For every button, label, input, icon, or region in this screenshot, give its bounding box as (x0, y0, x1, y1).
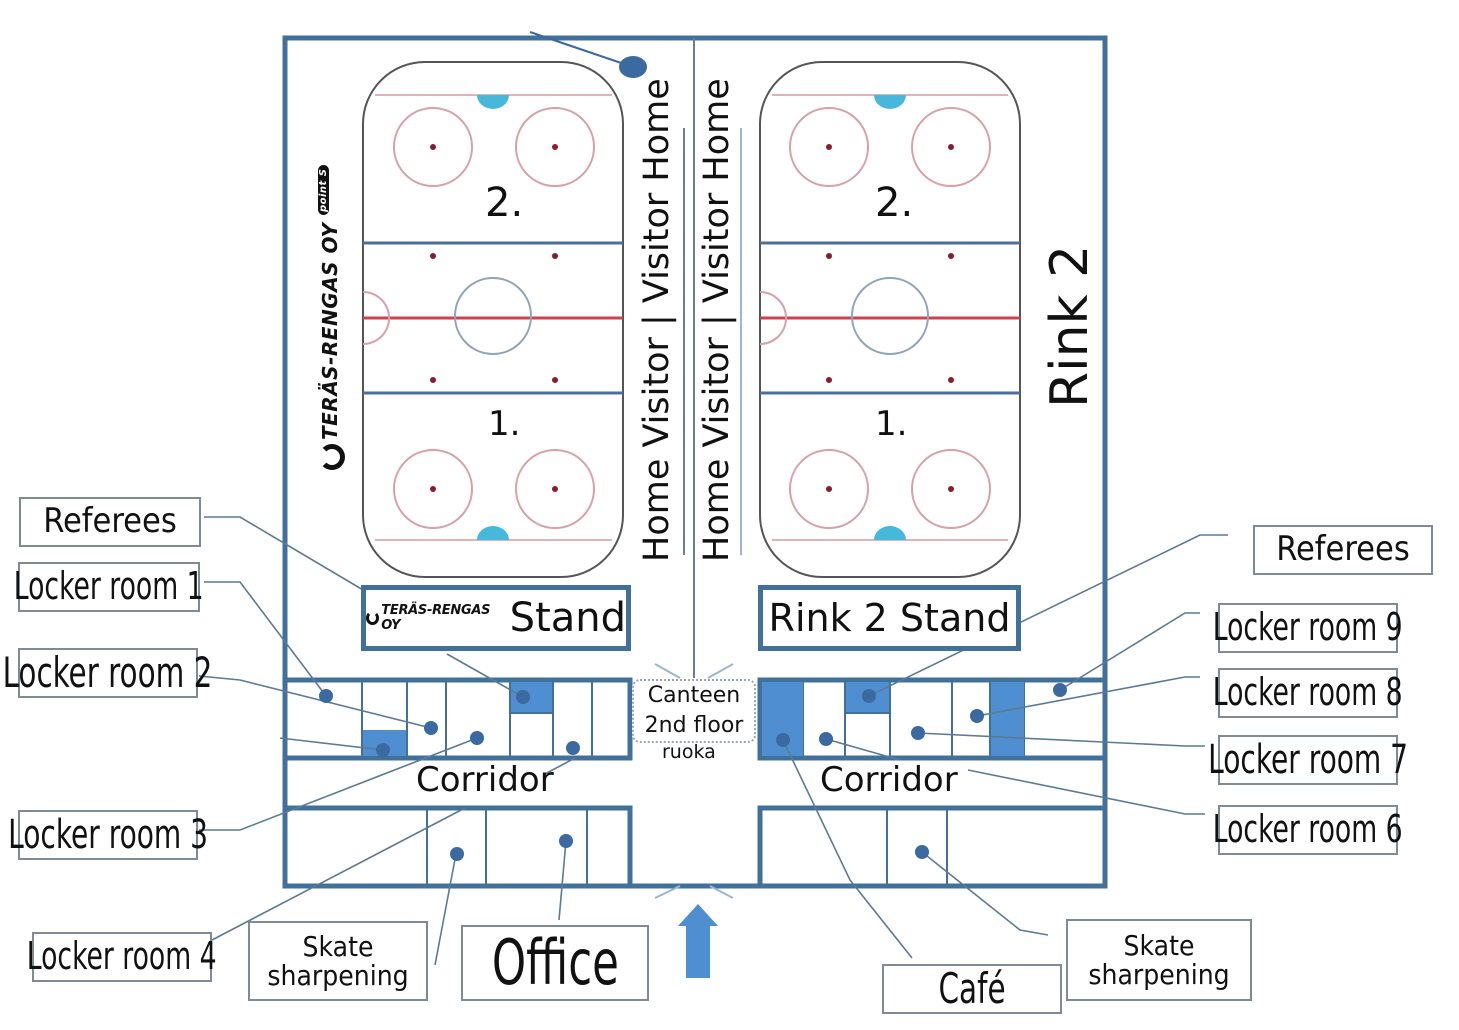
sponsor-logo-vertical: TERÄS-RENGAS OY point S (318, 165, 345, 470)
callout-referees-right[interactable]: Referees (1253, 525, 1433, 575)
callout-label-line1: Skate (302, 929, 374, 963)
callout-label: Referees (1276, 529, 1410, 570)
corridor-left: Corridor (416, 760, 554, 800)
stand-sponsor-name: TERÄS-RENGAS OY (381, 603, 491, 633)
callout-locker-room-7[interactable]: Locker room 7 (1208, 735, 1408, 785)
rink2-zone-1: 1. (875, 404, 908, 444)
callout-label-line1: Skate (1123, 928, 1195, 962)
callout-referees-left[interactable]: Referees (19, 497, 201, 547)
stand-label: Rink 2 Stand (768, 596, 1011, 640)
callout-label: Locker room 4 (27, 934, 217, 979)
callout-label: Locker room 2 (3, 647, 213, 697)
rink2-bench-label: Home Visitor | Visitor Home (697, 78, 737, 562)
rink-2[interactable] (759, 61, 1021, 578)
rink1-zone-2: 2. (485, 180, 524, 226)
stand-label: Stand (509, 595, 626, 641)
callout-label: Locker room 3 (8, 812, 208, 858)
callout-locker-room-3[interactable]: Locker room 3 (8, 810, 208, 860)
rink2-title: Rink 2 (1040, 244, 1100, 408)
rink1-bench-label: Home Visitor | Visitor Home (637, 78, 677, 562)
callout-label: Locker room 9 (1213, 605, 1403, 650)
rink1-zone-1: 1. (488, 404, 521, 444)
stand-sponsor-logo: TERÄS-RENGAS OY (366, 603, 502, 633)
sponsor-name: TERÄS-RENGAS OY (318, 222, 342, 440)
callout-locker-room-6[interactable]: Locker room 6 (1213, 805, 1403, 855)
rink2-stand[interactable]: Rink 2 Stand (758, 585, 1021, 651)
sponsor-ring-icon (318, 444, 345, 470)
corridor-right: Corridor (820, 760, 958, 800)
callout-label-line2: sharpening (267, 959, 409, 992)
callout-label: Locker room 1 (14, 564, 204, 609)
corridor-right-walls (757, 805, 1108, 889)
sponsor-badge: point S (318, 165, 329, 216)
callout-label: Locker room 8 (1213, 670, 1403, 715)
sponsor-ring-icon (366, 611, 380, 625)
room-markers (319, 683, 1067, 861)
callout-locker-room-2[interactable]: Locker room 2 (3, 648, 213, 698)
callout-label: Locker room 6 (1213, 807, 1403, 852)
callout-label: Locker room 7 (1208, 737, 1408, 783)
callout-locker-room-4[interactable]: Locker room 4 (27, 932, 217, 982)
corridor-left-walls (282, 805, 633, 889)
top-pointer-line (529, 31, 631, 67)
callout-cafe[interactable]: Café (882, 964, 1062, 1014)
callout-label: Café (938, 963, 1006, 1013)
callout-locker-room-9[interactable]: Locker room 9 (1213, 603, 1403, 653)
room-between-7-9[interactable] (991, 682, 1024, 756)
canteen-line1: Canteen (647, 683, 741, 708)
callout-label: Office (491, 926, 619, 1000)
callout-locker-room-1[interactable]: Locker room 1 (14, 562, 204, 612)
rooms-upper-left (282, 677, 633, 761)
callout-office[interactable]: Office (461, 925, 649, 1001)
rink-1[interactable] (362, 61, 624, 578)
top-pointer-dot (619, 56, 647, 78)
canteen[interactable]: Canteen 2nd floor (632, 679, 756, 743)
canteen-note: ruoka (662, 741, 716, 763)
canteen-line2: 2nd floor (644, 713, 744, 738)
up-arrow-icon[interactable] (678, 904, 718, 978)
rink2-zone-2: 2. (875, 180, 914, 226)
rink1-stand[interactable]: TERÄS-RENGAS OY Stand (361, 585, 631, 651)
callout-locker-room-8[interactable]: Locker room 8 (1213, 668, 1403, 718)
callout-label-line2: sharpening (1088, 958, 1230, 991)
callout-label: Referees (43, 501, 177, 542)
